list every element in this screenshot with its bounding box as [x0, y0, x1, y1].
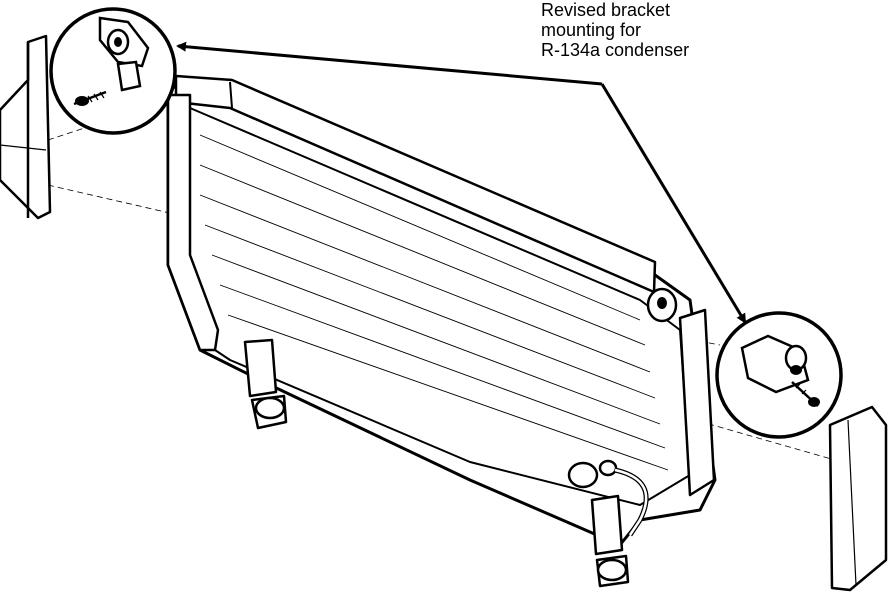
callout-line-2: mounting for [541, 20, 642, 40]
callout-line-1: Revised bracket [541, 0, 671, 20]
left-detail-callout [51, 9, 175, 133]
callout-arrows [176, 41, 745, 324]
condenser [168, 76, 715, 586]
callout-label: Revised bracket mounting for R-134a cond… [541, 0, 781, 60]
right-body-panel [830, 407, 886, 590]
callout-line-3: R-134a condenser [541, 40, 690, 60]
left-body-panel [0, 36, 50, 218]
right-detail-callout [717, 313, 841, 437]
